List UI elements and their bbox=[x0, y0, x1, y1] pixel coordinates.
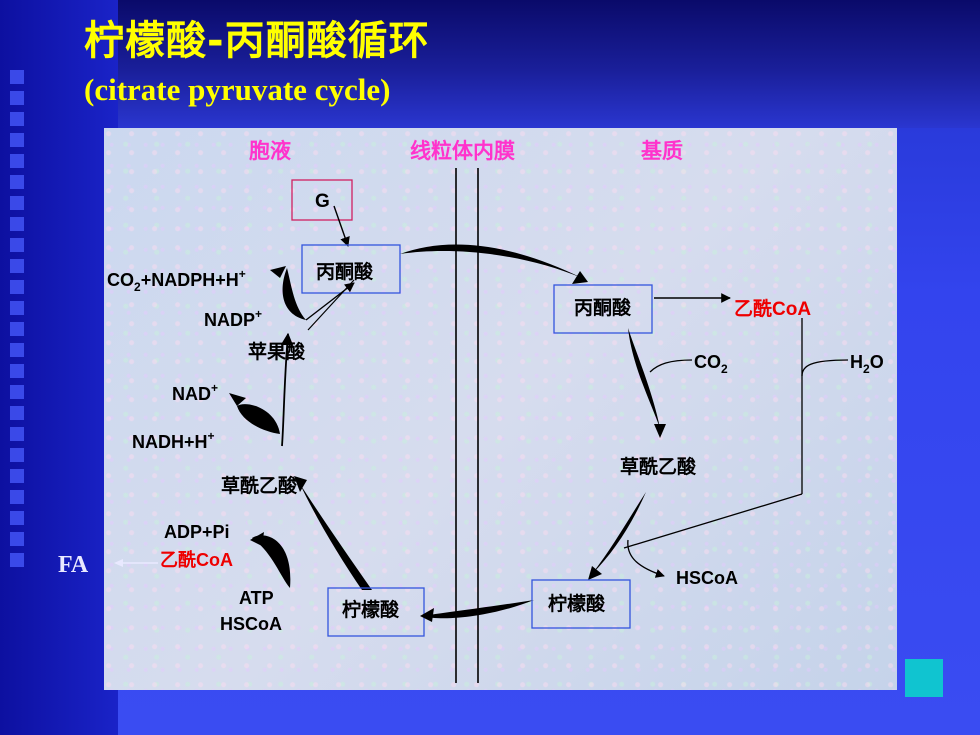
acetylcoa-mito-label: 乙酰CoA bbox=[734, 297, 811, 320]
pyruvate-cyto-label: 丙酮酸 bbox=[316, 260, 374, 283]
malate-label: 苹果酸 bbox=[248, 340, 306, 363]
region-matrix: 基质 bbox=[641, 140, 683, 163]
adp-pi-label: ADP+Pi bbox=[164, 522, 230, 542]
left-decor-strip bbox=[0, 0, 118, 735]
co2-nadph-label: CO2+NADPH+H+ bbox=[107, 267, 246, 294]
h2o-label: H2O bbox=[850, 352, 884, 376]
region-membrane: 线粒体内膜 bbox=[410, 139, 515, 163]
citrate-transport-shape bbox=[422, 600, 534, 619]
citrate-synthase-shape bbox=[592, 492, 646, 574]
acetylcoa-cyto-label: 乙酰CoA bbox=[160, 549, 233, 570]
hscoa-mito-label: HSCoA bbox=[676, 568, 738, 588]
atp-shape bbox=[252, 535, 291, 588]
glucose-label: G bbox=[315, 191, 330, 212]
malic-enzyme-shape bbox=[282, 268, 306, 320]
fa-label: FA bbox=[58, 552, 89, 578]
region-cytosol: 胞液 bbox=[249, 139, 291, 163]
atp-label: ATP bbox=[239, 588, 274, 608]
glucose-box bbox=[291, 179, 353, 221]
cycle-diagram: 胞液 线粒体内膜 基质 G 丙酮酸 CO2+NADPH+H+ NADP+ 苹果酸… bbox=[107, 139, 884, 683]
citrate-cyto-box bbox=[327, 587, 425, 637]
citrate-lyase-shape bbox=[300, 484, 372, 590]
teal-square bbox=[905, 659, 943, 697]
nad-label: NAD+ bbox=[172, 381, 218, 404]
slide-title: 柠檬酸-丙酮酸循环 bbox=[84, 18, 430, 64]
mdh-shape bbox=[237, 404, 280, 434]
pyruvate-carboxylase-shape bbox=[628, 328, 660, 428]
citrate-mito-box bbox=[531, 579, 631, 629]
nadp-label: NADP+ bbox=[204, 307, 262, 330]
pyruvate-mito-label: 丙酮酸 bbox=[574, 296, 632, 319]
pyruvate-mito-box bbox=[553, 284, 653, 334]
pyruvate-cyto-box bbox=[301, 244, 401, 294]
fa-arrow bbox=[114, 559, 158, 567]
decor-squares bbox=[10, 70, 28, 574]
citrate-mito-label: 柠檬酸 bbox=[548, 592, 606, 615]
citrate-cyto-label: 柠檬酸 bbox=[342, 598, 400, 621]
oaa-mito-label: 草酰乙酸 bbox=[620, 455, 697, 478]
header-band bbox=[0, 0, 980, 128]
nadh-label: NADH+H+ bbox=[132, 429, 215, 452]
oaa-cyto-label: 草酰乙酸 bbox=[221, 474, 298, 497]
hscoa-cyto-label: HSCoA bbox=[220, 614, 282, 634]
pyruvate-transport-shape bbox=[400, 244, 582, 278]
diagram-panel bbox=[104, 128, 897, 690]
co2-label: CO2 bbox=[694, 352, 728, 376]
slide-subtitle: (citrate pyruvate cycle) bbox=[84, 72, 391, 107]
